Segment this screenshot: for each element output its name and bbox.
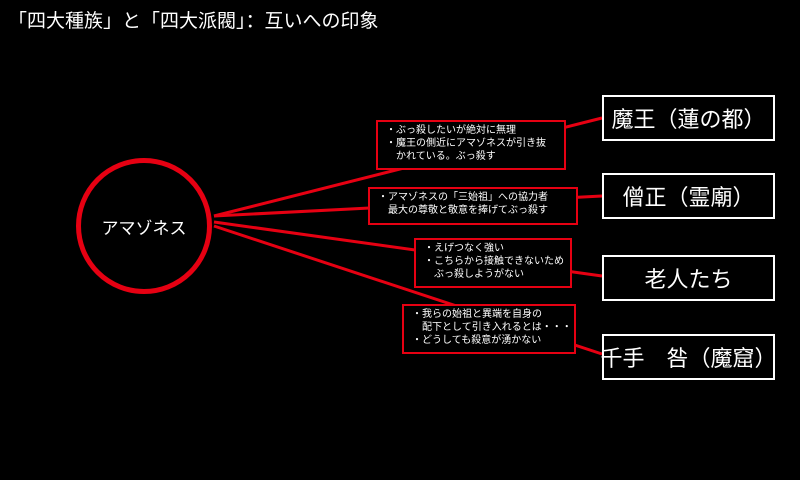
target-box-senju: 千手 咎（魔窟） — [600, 334, 777, 380]
note-line: ・ぶっ殺したいが絶対に無理 — [386, 125, 516, 136]
target-box-sojo: 僧正（霊廟） — [602, 173, 775, 219]
note-line: ぶっ殺しようがない — [424, 269, 524, 280]
note-line: ・こちらから接触できないため — [424, 256, 564, 267]
note-line: ・我らの始祖と異端を自身の — [412, 309, 542, 320]
note-line: 配下として引き入れるとは・・・ — [412, 322, 572, 333]
target-box-maou: 魔王（蓮の都） — [602, 95, 775, 141]
note-line: 最大の尊敬と敬意を捧げてぶっ殺す — [378, 205, 548, 216]
note-line: ・どうしても殺意が湧かない — [412, 335, 542, 346]
note-box-maou: ・ぶっ殺したいが絶対に無理 ・魔王の側近にアマゾネスが引き抜 かれている。ぶっ殺… — [376, 120, 566, 170]
amazoness-label: アマゾネス — [101, 218, 187, 239]
note-line: ・アマゾネスの「三始祖」への協力者 — [378, 192, 548, 203]
target-label: 僧正（霊廟） — [622, 186, 755, 211]
note-box-senju: ・我らの始祖と異端を自身の 配下として引き入れるとは・・・ ・どうしても殺意が湧… — [402, 304, 576, 354]
page-title: 「四大種族」と「四大派閥」：互いへの印象 — [8, 10, 379, 32]
target-label: 魔王（蓮の都） — [611, 108, 766, 133]
target-label: 老人たち — [644, 268, 733, 293]
amazoness-node: アマゾネス — [76, 158, 212, 294]
note-line: かれている。ぶっ殺す — [386, 151, 496, 162]
note-line: ・魔王の側近にアマゾネスが引き抜 — [386, 138, 546, 149]
note-box-sojo: ・アマゾネスの「三始祖」への協力者 最大の尊敬と敬意を捧げてぶっ殺す — [368, 187, 578, 225]
target-label: 千手 咎（魔窟） — [600, 347, 777, 372]
note-box-rojin: ・えげつなく強い ・こちらから接触できないため ぶっ殺しようがない — [414, 238, 572, 288]
note-line: ・えげつなく強い — [424, 243, 504, 254]
target-box-rojin: 老人たち — [602, 255, 775, 301]
